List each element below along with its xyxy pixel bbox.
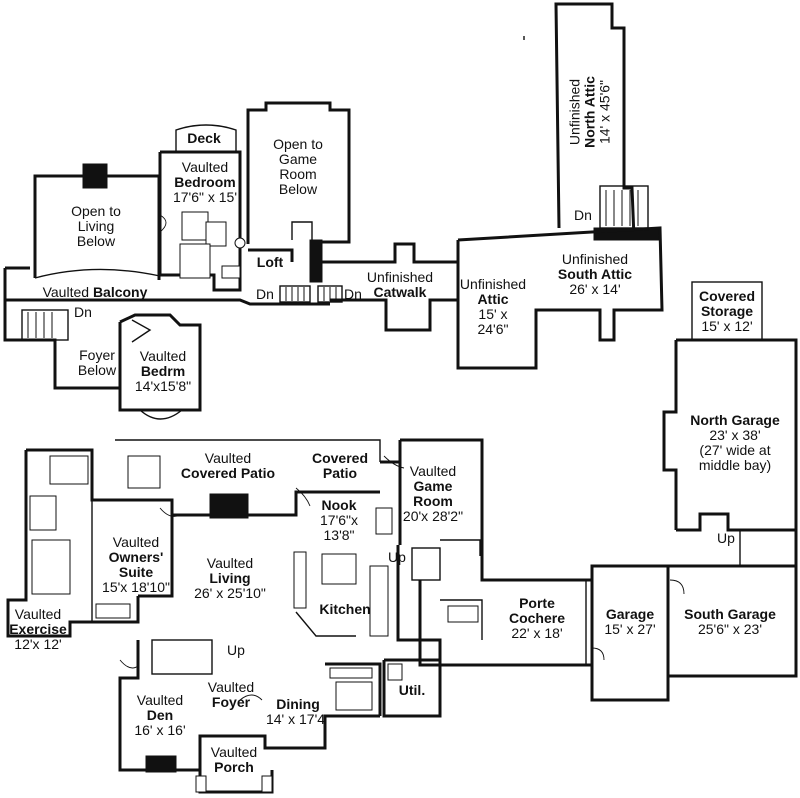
stair-up-game: Up: [388, 549, 406, 565]
room-open-to-game-room: Open to Game Room Below: [273, 136, 323, 197]
room-den: Vaulted Den 16' x 16': [134, 692, 186, 738]
stair-dn-attic: Dn: [574, 207, 592, 223]
room-attic: Unfinished Attic 15' x 24'6": [459, 276, 527, 337]
room-dining: Dining 14' x 17'4": [265, 696, 331, 727]
main-floor-walls: [6, 438, 592, 794]
room-south-garage: South Garage 25'6" x 23': [684, 606, 776, 637]
upper-floor-walls: [3, 2, 664, 420]
room-open-to-living: Open to Living Below: [71, 203, 121, 249]
room-kitchen: Kitchen: [319, 601, 371, 617]
room-util: Util.: [398, 682, 426, 698]
room-covered-patio: Covered Patio: [311, 450, 369, 481]
room-living: Vaulted Living 26' x 25'10": [194, 555, 266, 601]
room-north-attic: Unfinished North Attic 14' x 45'6": [566, 76, 613, 148]
room-exercise: Vaulted Exercise 12'x 12': [9, 606, 67, 652]
stair-dn-catwalk: Dn: [344, 286, 362, 302]
room-foyer: Vaulted Foyer: [207, 679, 255, 710]
room-nook: Nook 17'6"x 13'8": [319, 497, 359, 543]
room-owners-suite: Vaulted Owners' Suite 15'x 18'10": [102, 534, 170, 595]
room-garage: Garage 15' x 27': [604, 606, 656, 637]
upper-stairs: [21, 185, 649, 341]
room-balcony: Vaulted Balcony: [42, 284, 148, 300]
stair-dn-balcony: Dn: [74, 304, 92, 320]
room-loft: Loft: [256, 254, 284, 270]
stair-dn-loft: Dn: [256, 286, 274, 302]
room-bedroom: Vaulted Bedroom 17'6" x 15': [172, 159, 238, 205]
garage-walls: [585, 281, 798, 702]
room-porch: Vaulted Porch: [210, 744, 258, 775]
room-game-room: Vaulted Game Room 20'x 28'2": [402, 463, 464, 524]
room-south-attic: Unfinished South Attic 26' x 14': [557, 251, 633, 297]
room-vaulted-covered-patio: Vaulted Covered Patio: [180, 450, 276, 481]
room-north-garage: North Garage 23' x 38' (27' wide at midd…: [690, 412, 780, 473]
room-covered-storage: Covered Storage 15' x 12': [698, 288, 756, 334]
stair-up-garage: Up: [717, 530, 735, 546]
room-porte-cochere: Porte Cochere 22' x 18': [508, 595, 566, 641]
room-bedrm: Vaulted Bedrm 14'x15'8": [134, 348, 192, 394]
doors: [119, 214, 405, 701]
stair-up-foyer: Up: [227, 642, 245, 658]
room-catwalk: Unfinished Catwalk: [366, 269, 434, 300]
room-foyer-below: Foyer Below: [77, 347, 117, 378]
room-deck: Deck: [187, 130, 221, 146]
